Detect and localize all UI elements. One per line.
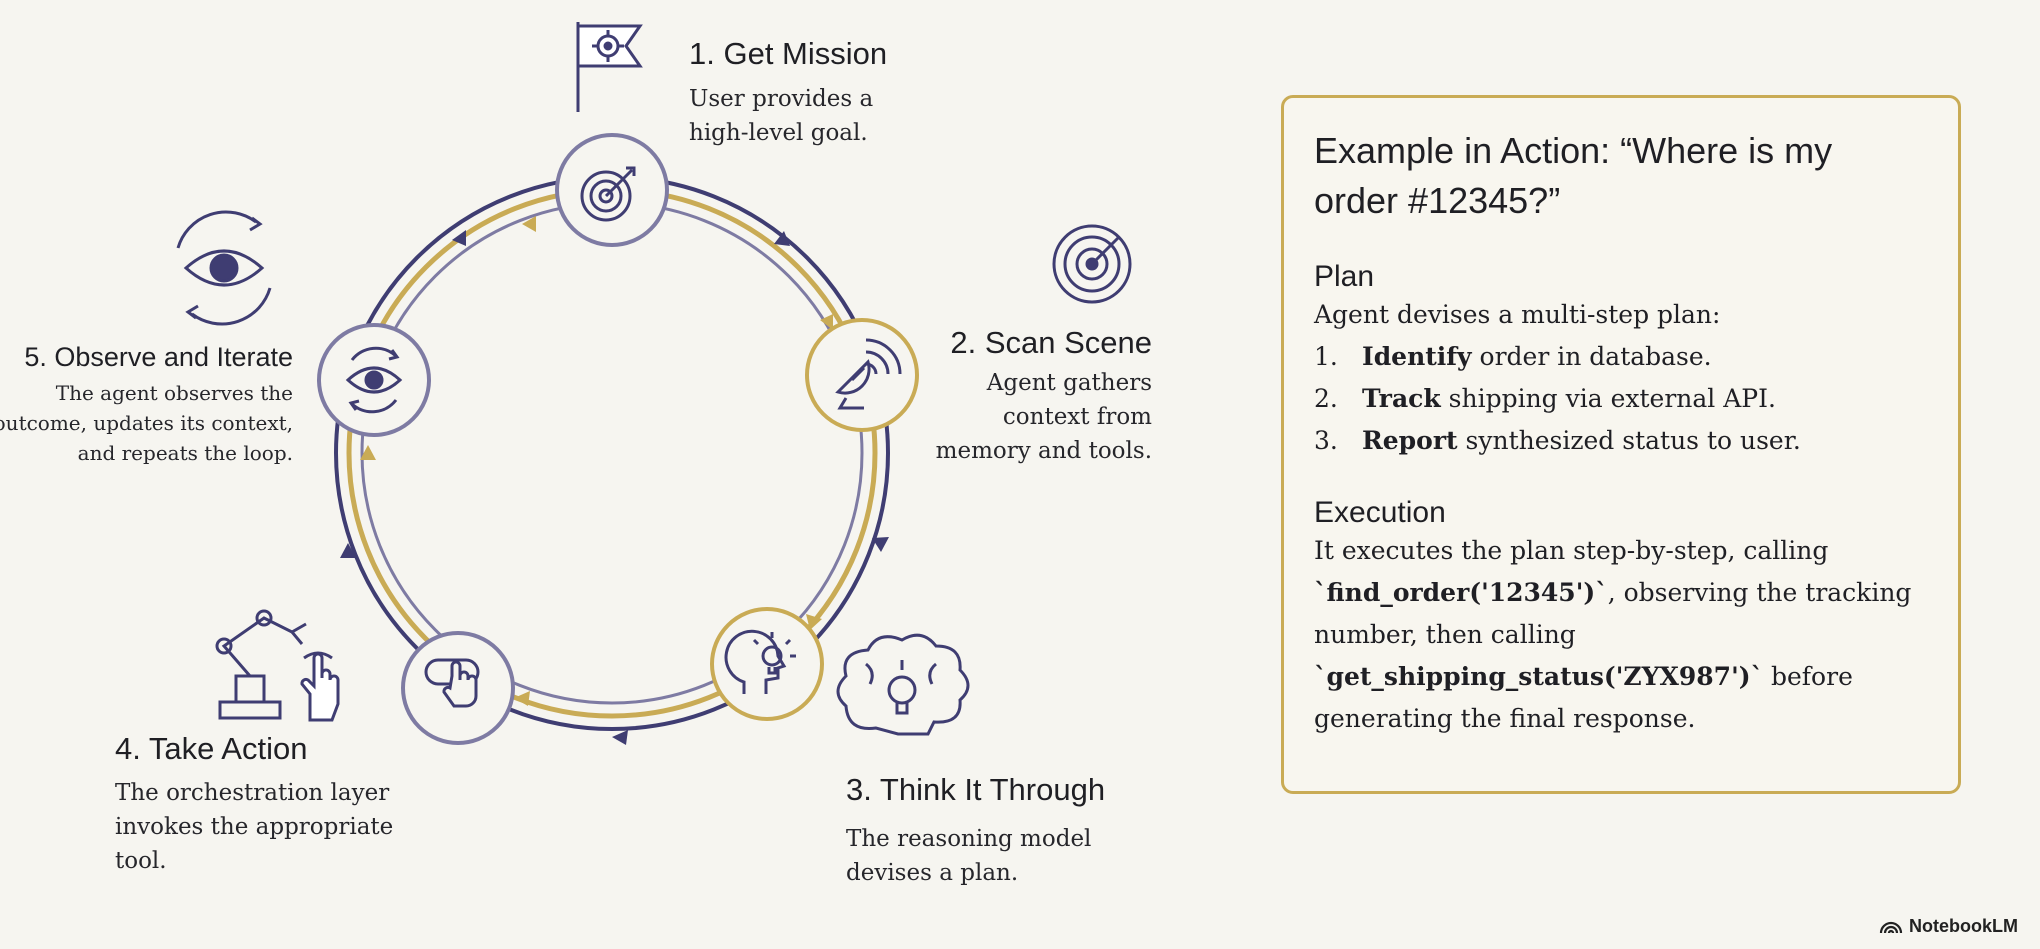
badge-5 [317,323,431,437]
step-1-description: User provides a high-level goal. [689,82,873,150]
badge-3 [710,607,824,721]
arrow-head [340,543,356,558]
desc-line: The orchestration layer [115,780,390,806]
brand-name: NotebookLM [1909,916,2018,936]
desc-line: devises a plan. [846,860,1019,886]
hand-pointer-button-icon [424,658,480,708]
list-item: 1.Identify order in database. [1314,342,1712,371]
desc-line: and repeats the loop. [77,441,293,465]
arrow-head [452,230,466,246]
example-title: Example in Action: “Where is my order #1… [1314,130,1833,221]
eye-cycle-icon [345,346,403,414]
arrow-head [514,691,530,706]
arrow-head [806,614,822,630]
desc-line: User provides a [689,86,874,112]
radar-icon [1052,224,1132,304]
plan-intro: Agent devises a multi-step plan: [1314,300,1721,329]
target-arrow-icon [580,166,636,222]
desc-line: memory and tools. [935,438,1152,464]
desc-line: Agent gathers [986,370,1152,396]
desc-line: tool. [115,848,167,874]
desc-line: outcome, updates its context, [0,411,293,435]
satellite-dish-icon [835,338,902,410]
desc-line: The reasoning model [846,826,1092,852]
badge-4 [401,631,515,745]
plan-heading: Plan [1314,260,1375,293]
desc-line: The agent observes the [55,381,293,405]
desc-line: high-level goal. [689,120,868,146]
eye-cycle-side-icon [176,210,272,326]
plan-list: 1.Identify order in database. 2.Track sh… [1314,336,1928,462]
step-2-title: 2. Scan Scene [950,325,1152,360]
notebooklm-logo-icon [1879,921,1903,933]
head-lightbulb-icon [724,629,796,694]
step-5-title: 5. Observe and Iterate [24,342,293,372]
code-find-order: `find_order('12345')` [1314,578,1608,607]
arrow-head [820,314,833,330]
list-item: 2.Track shipping via external API. [1314,384,1776,413]
execution-text: It executes the plan step-by-step, calli… [1314,536,1912,733]
flow-arrows [340,216,889,745]
code-get-shipping-status: `get_shipping_status('ZYX987')` [1314,662,1764,691]
desc-line: invokes the appropriate [115,814,394,840]
badge-1 [555,133,669,247]
step-4-title: 4. Take Action [115,731,308,766]
desc-line: context from [1002,404,1152,430]
example-panel: Example in Action: “Where is my order #1… [1281,95,1961,794]
brain-lightbulb-icon [836,633,970,736]
list-item: 3.Report synthesized status to user. [1314,426,1801,455]
arrow-head [612,730,628,745]
arrow-head [774,231,790,246]
arrow-head [872,537,889,552]
step-4-description: The orchestration layer invokes the appr… [115,776,393,878]
step-1-title: 1. Get Mission [689,36,888,71]
brand-watermark: NotebookLM [1879,916,2018,937]
flag-target-icon [576,22,643,112]
robot-arm-hand-icon [215,609,340,722]
execution-heading: Execution [1314,496,1446,529]
arrow-head [522,216,536,232]
arrow-head [360,445,376,460]
badge-2 [805,318,919,432]
step-5-description: The agent observes the outcome, updates … [0,378,293,468]
step-3-title: 3. Think It Through [846,772,1106,807]
step-2-description: Agent gathers context from memory and to… [936,366,1152,468]
step-3-description: The reasoning model devises a plan. [846,822,1091,890]
